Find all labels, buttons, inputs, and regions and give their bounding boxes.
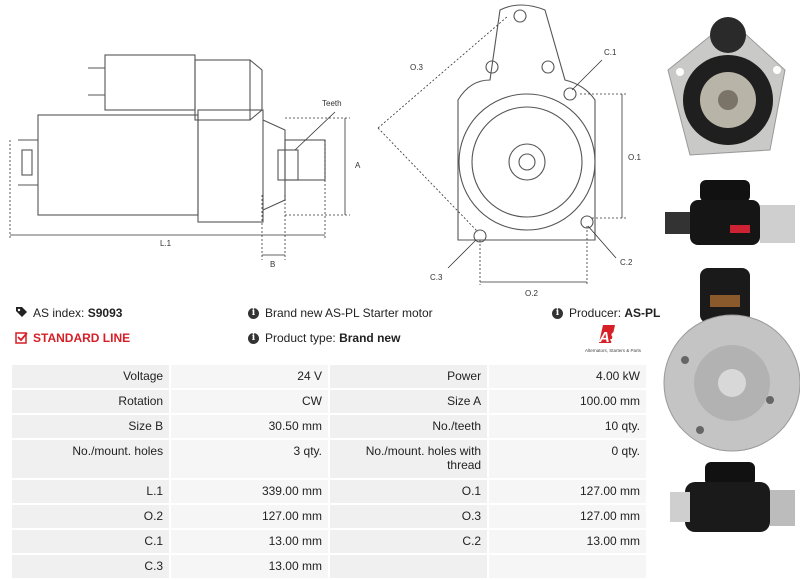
- product-info: AS index: S9093 i Brand new AS-PL Starte…: [14, 306, 660, 356]
- info-icon: i: [552, 307, 563, 319]
- description: i Brand new AS-PL Starter motor: [248, 306, 433, 320]
- svg-text:Alternators, Starters & Parts: Alternators, Starters & Parts: [585, 348, 642, 353]
- technical-drawing: Teeth A B L.1 O.3 C.1 O.1 C.3 C.2 O.2: [9, 4, 641, 298]
- spec-label: Size A: [329, 390, 488, 413]
- svg-text:A: A: [355, 161, 361, 170]
- product-photos: [663, 17, 800, 532]
- spec-value: 0 qty.: [489, 440, 646, 478]
- as-index: AS index: S9093: [14, 306, 122, 320]
- spec-value: 13.00 mm: [489, 530, 646, 553]
- spec-value: [489, 555, 646, 578]
- svg-text:O.2: O.2: [525, 289, 538, 298]
- spec-value: 3 qty.: [171, 440, 328, 478]
- spec-label: Size B: [12, 415, 170, 438]
- spec-label: No./mount. holes: [12, 440, 170, 478]
- spec-value: 127.00 mm: [489, 505, 646, 528]
- as-logo: AS Alternators, Starters & Parts: [585, 325, 651, 355]
- spec-value: 24 V: [171, 365, 328, 388]
- front-view: [457, 4, 596, 243]
- photo-front-view: [667, 17, 786, 162]
- info-icon: i: [248, 332, 259, 344]
- spec-label: C.2: [329, 530, 488, 553]
- photo-rear-view: [663, 268, 800, 452]
- spec-value: 127.00 mm: [489, 480, 646, 503]
- spec-label: O.2: [12, 505, 170, 528]
- teeth-label: Teeth: [322, 99, 342, 108]
- spec-value: 30.50 mm: [171, 415, 328, 438]
- photo-side-view: [665, 180, 795, 245]
- tag-icon: [14, 306, 28, 320]
- spec-label: L.1: [12, 480, 170, 503]
- spec-value: CW: [171, 390, 328, 413]
- producer: i Producer: AS-PL: [552, 306, 660, 320]
- svg-text:C.3: C.3: [430, 273, 443, 282]
- spec-value: 13.00 mm: [171, 530, 328, 553]
- spec-value: 13.00 mm: [171, 555, 328, 578]
- solenoid-outline: [104, 54, 196, 111]
- svg-text:O.1: O.1: [628, 153, 641, 162]
- spec-label: O.3: [329, 505, 488, 528]
- svg-text:O.3: O.3: [410, 63, 423, 72]
- motor-body-outline: [37, 114, 199, 216]
- spec-label: O.1: [329, 480, 488, 503]
- check-square-icon: [14, 331, 28, 345]
- spec-label: No./teeth: [329, 415, 488, 438]
- spec-value: 4.00 kW: [489, 365, 646, 388]
- svg-text:AS: AS: [598, 329, 620, 346]
- photo-angled-view: [670, 462, 795, 532]
- svg-text:B: B: [270, 260, 275, 269]
- spec-label: Rotation: [12, 390, 170, 413]
- info-icon: i: [248, 307, 259, 319]
- spec-value: 10 qty.: [489, 415, 646, 438]
- spec-label: C.3: [12, 555, 170, 578]
- product-type: i Product type: Brand new: [248, 331, 400, 345]
- standard-line: STANDARD LINE: [14, 331, 130, 345]
- spec-label: [329, 555, 488, 578]
- spec-label: Power: [329, 365, 488, 388]
- spec-label: Voltage: [12, 365, 170, 388]
- spec-value: 100.00 mm: [489, 390, 646, 413]
- svg-text:L.1: L.1: [160, 239, 172, 248]
- svg-text:C.1: C.1: [604, 48, 617, 57]
- svg-text:C.2: C.2: [620, 258, 633, 267]
- spec-label: C.1: [12, 530, 170, 553]
- spec-value: 339.00 mm: [171, 480, 328, 503]
- spec-value: 127.00 mm: [171, 505, 328, 528]
- spec-label: No./mount. holes with thread: [329, 440, 488, 478]
